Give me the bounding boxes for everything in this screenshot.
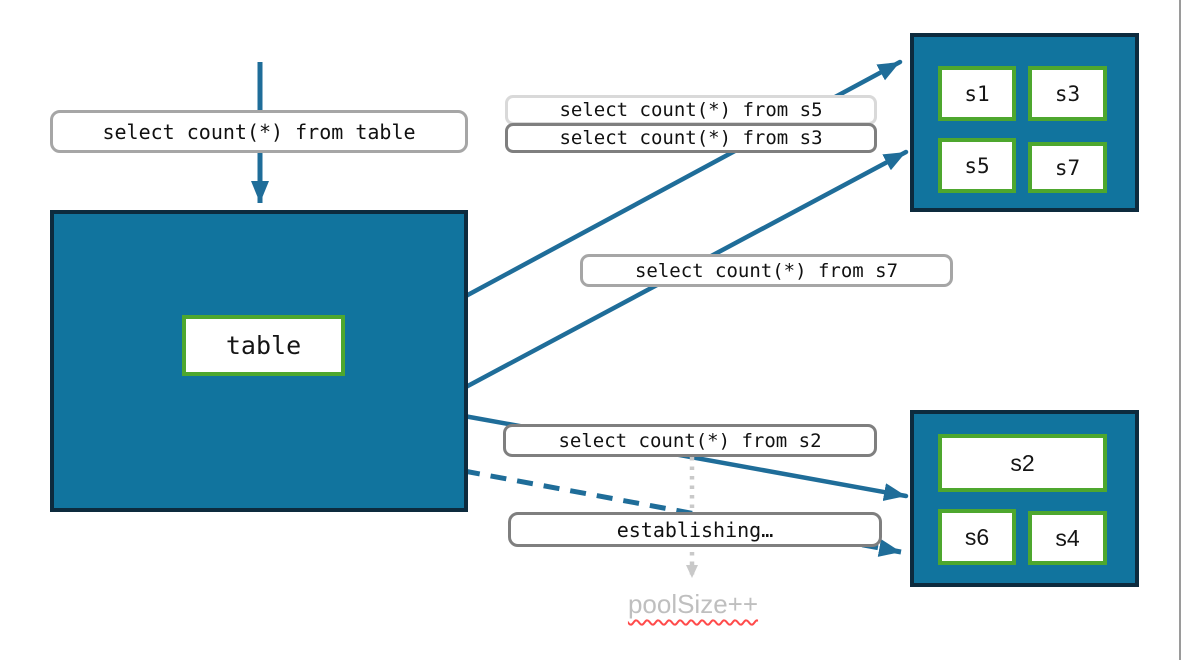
shard-label: s5 [964, 153, 990, 178]
shard-label: s7 [1054, 155, 1081, 180]
shard-box-s7: s7 [1028, 142, 1107, 193]
shard-label: s2 [1010, 449, 1035, 476]
table-node-label: table [225, 331, 302, 360]
shard-label: s4 [1055, 524, 1080, 551]
shard-label: s6 [964, 523, 990, 550]
shard-box-s1: s1 [938, 66, 1016, 121]
shard-group-bottom: s2 s6 s4 [910, 410, 1139, 587]
label-query-s5: select count(*) from s5 [505, 95, 877, 125]
shard-box-s5: s5 [938, 138, 1016, 193]
shard-label: s1 [964, 81, 990, 106]
shard-box-s6: s6 [938, 509, 1016, 565]
label-query-s2: select count(*) from s2 [503, 424, 877, 457]
label-query-s3: select count(*) from s3 [505, 123, 877, 153]
shard-label: s3 [1054, 81, 1081, 106]
shard-box-s3: s3 [1028, 66, 1107, 121]
shard-group-top: s1 s3 s5 s7 [910, 33, 1139, 212]
table-node: table [50, 210, 468, 512]
label-establishing: establishing… [508, 512, 882, 547]
label-query-s7: select count(*) from s7 [580, 254, 953, 287]
shard-box-s4: s4 [1028, 511, 1107, 565]
poolsize-annotation: poolSize++ [627, 589, 759, 619]
slide-edge-line [1179, 0, 1181, 660]
shard-box-s2: s2 [938, 434, 1107, 492]
label-query-table: select count(*) from table [50, 110, 468, 153]
table-node-label-box: table [182, 315, 345, 376]
arrow-establishing-dashed [463, 468, 902, 557]
